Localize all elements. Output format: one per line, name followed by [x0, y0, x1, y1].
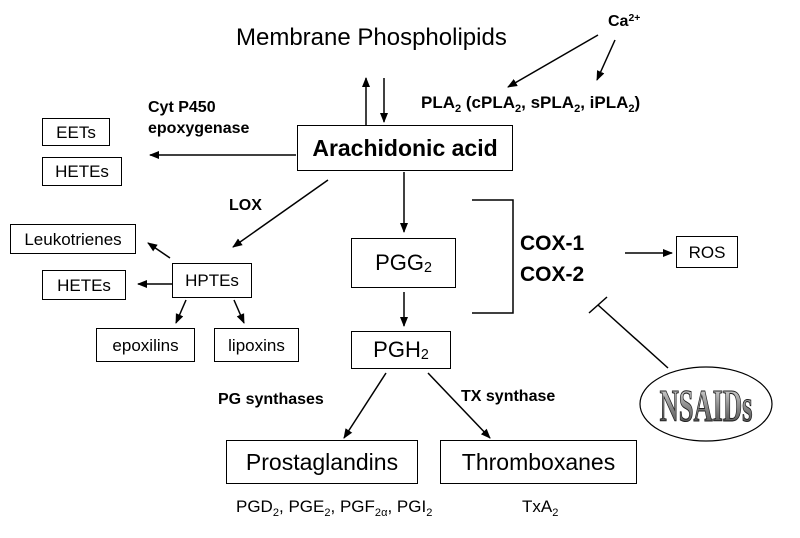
tx-synthase-label: TX synthase: [461, 388, 556, 405]
prostaglandin-list: PGD2, PGE2, PGF2α, PGI2: [236, 497, 433, 519]
arrow-pgh2-to-prostaglandins: [343, 372, 387, 439]
arrow-ca-to-pla2-left: [507, 34, 599, 88]
lox-label: LOX: [229, 197, 262, 214]
leukotrienes-box: Leukotrienes: [10, 224, 136, 254]
hetes-box-mid: HETEs: [42, 270, 126, 300]
eets-box: EETs: [42, 118, 110, 146]
arachidonic-acid-box: Arachidonic acid: [297, 125, 513, 171]
cox-bracket: [472, 199, 514, 314]
cox-1-label: COX-1: [520, 232, 585, 255]
nsaids-inhibition-line: [597, 304, 669, 369]
arrow-hpetes-to-epoxilins: [175, 299, 187, 324]
arrow-pgh2-to-thromboxanes: [427, 372, 491, 439]
cox-2-label: COX-2: [520, 263, 585, 286]
arrow-ca-to-pla2-right: [596, 39, 616, 81]
pg-synthases-label: PG synthases: [218, 391, 324, 408]
epoxilins-box: epoxilins: [96, 328, 195, 362]
arrow-hpetes-to-leukotrienes: [147, 242, 171, 259]
membrane-phospholipids-label: Membrane Phospholipids: [236, 24, 507, 51]
nsaids-logo-text: NSAIDs: [660, 382, 753, 432]
prostaglandins-box: Prostaglandins: [226, 440, 418, 484]
calcium-label: Ca2+: [608, 12, 641, 30]
arrow-hpetes-to-lipoxins: [233, 299, 245, 324]
epoxygenase-label: epoxygenase: [148, 120, 250, 137]
pla2-label: PLA2 (cPLA2, sPLA2, iPLA2): [421, 93, 641, 115]
hetes-box-top: HETEs: [42, 157, 122, 186]
thromboxanes-box: Thromboxanes: [440, 440, 637, 484]
arrow-lox: [232, 179, 329, 248]
txa2-label: TxA2: [522, 497, 559, 519]
hpetes-box: HPTEs: [172, 263, 252, 298]
lipoxins-box: lipoxins: [214, 328, 299, 362]
nsaids-inhibition-bar: [588, 296, 608, 314]
ros-box: ROS: [676, 236, 738, 268]
nsaids-ellipse: [639, 366, 773, 442]
cyt-p450-label: Cyt P450: [148, 99, 216, 116]
